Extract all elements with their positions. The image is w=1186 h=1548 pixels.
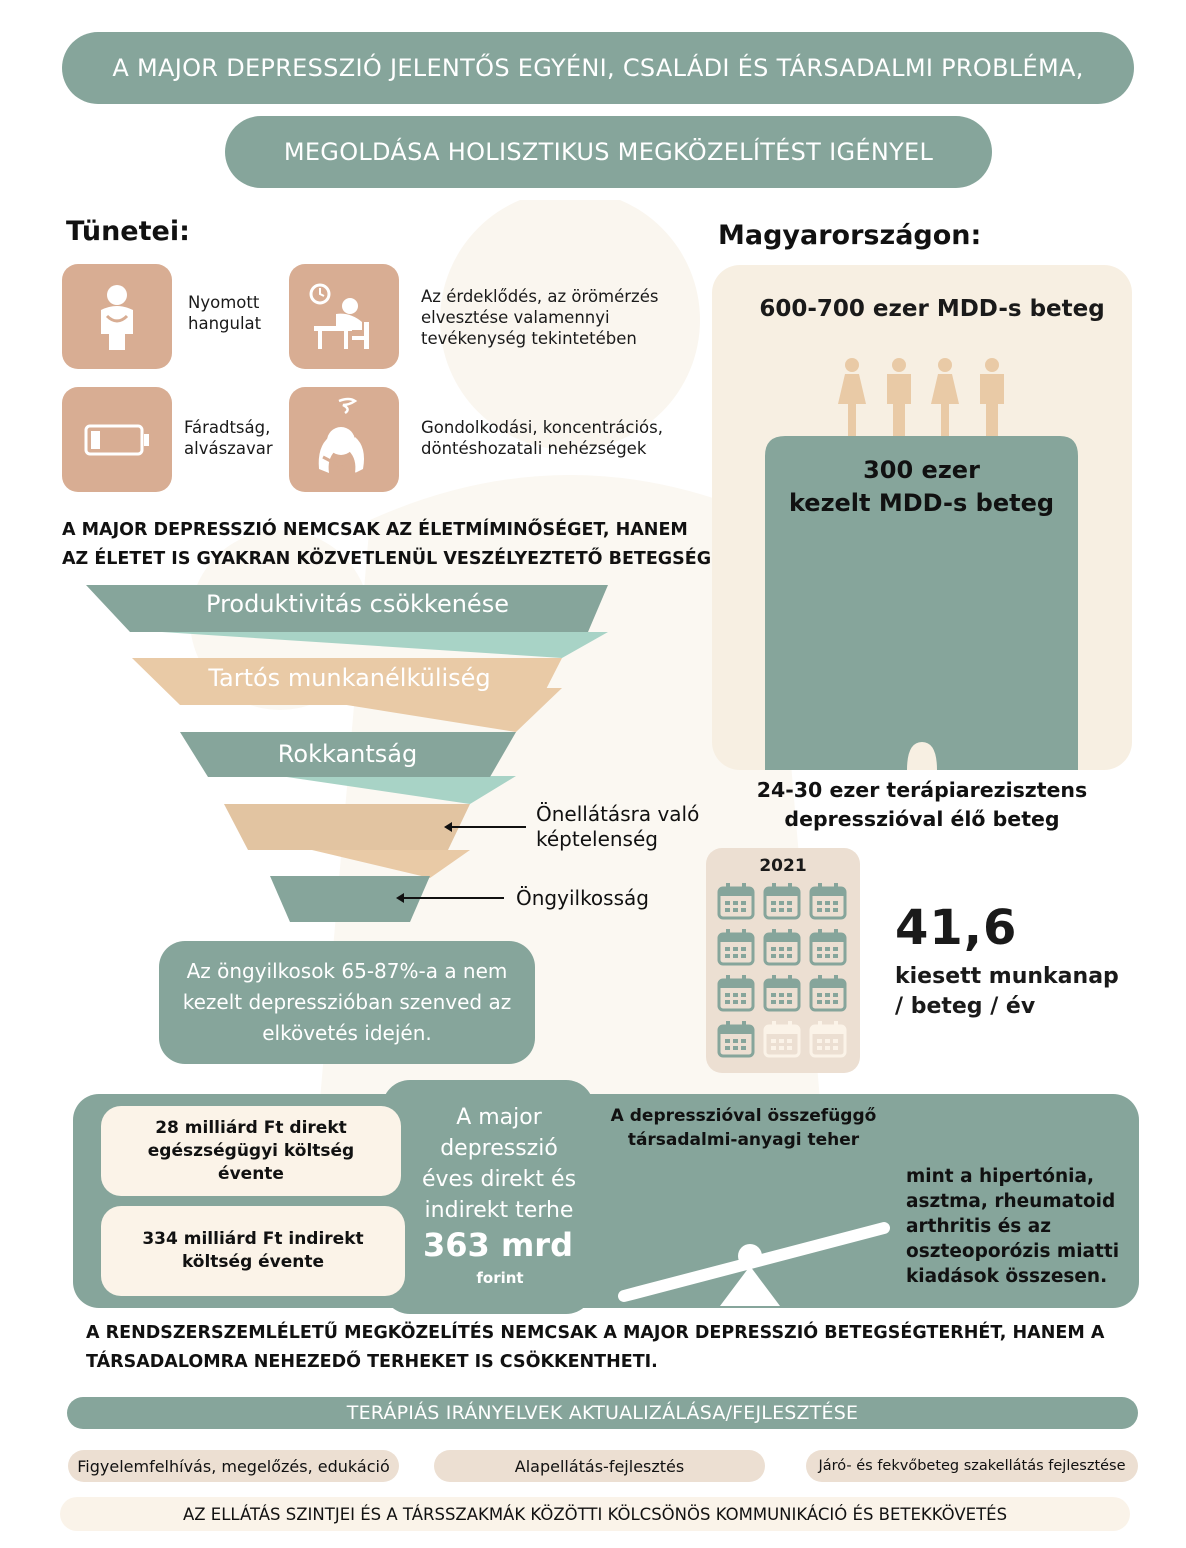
- symptom-box-fatigue: [62, 387, 172, 492]
- arrow-head-2: [396, 893, 404, 903]
- funnel-level-5: [270, 876, 430, 922]
- pillar-specialist-care-text: Járó- és fekvőbeteg szakellátás fejleszt…: [818, 1458, 1126, 1474]
- funnel-side-label-suicide: Öngyilkosság: [516, 886, 649, 910]
- sad-person-icon: [101, 284, 133, 350]
- funnel-label-3: Rokkantság: [277, 740, 418, 768]
- seesaw-icon: [618, 1222, 890, 1306]
- center-cost-value: 363 mrd: [423, 1226, 573, 1264]
- danger-line-2: AZ ÉLETET IS GYAKRAN KÖZVETLENÜL VESZÉLY…: [62, 549, 718, 569]
- calendar-year: 2021: [759, 856, 807, 876]
- direct-cost-card: 28 milliárd Ft direkt egészségügyi költs…: [101, 1106, 401, 1196]
- system-statement: A RENDSZERSZEMLÉLETŰ MEGKÖZELÍTÉS NEMCSA…: [86, 1319, 1136, 1377]
- calendar-month-icon: [717, 929, 755, 966]
- calendar-month-icon: [809, 1021, 847, 1058]
- suicide-note-card: Az öngyilkosok 65-87%-a a nem kezelt dep…: [159, 941, 535, 1064]
- hungary-title: Magyarországon:: [718, 220, 982, 251]
- header-banner-2: MEGOLDÁSA HOLISZTIKUS MEGKÖZELÍTÉST IGÉN…: [225, 116, 992, 188]
- workdays-label-line-1: kiesett munkanap: [895, 964, 1119, 989]
- burden-title: A depresszióval összefüggő társadalmi-an…: [610, 1106, 877, 1150]
- header-banner-1: A MAJOR DEPRESSZIÓ JELENTŐS EGYÉNI, CSAL…: [62, 32, 1134, 104]
- communication-text: AZ ELLÁTÁS SZINTJEI ÉS A TÁRSSZAKMÁK KÖZ…: [182, 1504, 1008, 1524]
- symptom-box-interest: [289, 264, 399, 369]
- workdays-label: kiesett munkanap / beteg / év: [895, 962, 1119, 1022]
- communication-bar: AZ ELLÁTÁS SZINTJEI ÉS A TÁRSSZAKMÁK KÖZ…: [60, 1497, 1130, 1531]
- pillar-specialist-care: Járó- és fekvőbeteg szakellátás fejleszt…: [806, 1450, 1138, 1482]
- funnel-connector-1: [90, 632, 608, 658]
- treated-line-1: 300 ezer: [863, 456, 980, 484]
- resistant-line-1: 24-30 ezer terápiarezisztens: [756, 778, 1088, 802]
- treated-patients-shape: [765, 436, 1078, 770]
- pillar-awareness: Figyelemfelhívás, megelőzés, edukáció: [68, 1450, 399, 1482]
- funnel-connector-4: [280, 850, 470, 878]
- symptom-box-thinking: [289, 387, 399, 492]
- tired-desk-icon: [309, 283, 369, 349]
- funnel-label-2: Tartós munkanélküliség: [208, 664, 491, 692]
- symptom-box-mood: [62, 264, 172, 369]
- head-in-hands-icon: [318, 397, 364, 476]
- calendar-month-icon: [809, 929, 847, 966]
- suicide-note-text: Az öngyilkosok 65-87%-a a nem kezelt dep…: [182, 959, 512, 1045]
- calendar-month-icon: [763, 883, 801, 920]
- calendar-month-icon: [809, 975, 847, 1012]
- symptom-text-interest: Az érdeklődés, az örömérzés elvesztése v…: [421, 287, 659, 348]
- header-line-2: MEGOLDÁSA HOLISZTIKUS MEGKÖZELÍTÉST IGÉN…: [283, 138, 934, 166]
- funnel-connector-3: [240, 776, 516, 804]
- funnel-level-1: [86, 585, 608, 632]
- calendar-month-icon: [717, 1021, 755, 1058]
- pillar-awareness-text: Figyelemfelhívás, megelőzés, edukáció: [77, 1456, 390, 1476]
- pillar-primary-care: Alapellátás-fejlesztés: [434, 1450, 765, 1482]
- funnel-level-4: [224, 804, 470, 850]
- calendar-month-icon: [763, 975, 801, 1012]
- pillar-primary-care-text: Alapellátás-fejlesztés: [514, 1456, 685, 1476]
- header-line-1: A MAJOR DEPRESSZIÓ JELENTŐS EGYÉNI, CSAL…: [112, 54, 1084, 82]
- danger-statement: A MAJOR DEPRESSZIÓ NEMCSAK AZ ÉLETMÍMINŐ…: [62, 516, 722, 574]
- system-line-1: A RENDSZERSZEMLÉLETŰ MEGKÖZELÍTÉS NEMCSA…: [86, 1323, 1105, 1343]
- resistant-line-2: depresszióval élő beteg: [784, 807, 1060, 831]
- calendar-month-icon: [763, 929, 801, 966]
- calendar-month-icon: [763, 1021, 801, 1058]
- people-group-icon: [838, 358, 1004, 436]
- calendar-month-icon: [717, 975, 755, 1012]
- center-cost-card: [382, 1080, 594, 1314]
- funnel-label-1: Produktivitás csökkenése: [206, 590, 509, 618]
- symptom-text-thinking: Gondolkodási, koncentrációs, döntéshozat…: [421, 418, 663, 458]
- resistant-patients-text: 24-30 ezer terápiarezisztens depresszióv…: [712, 776, 1132, 834]
- calendar-grid: [717, 883, 847, 1058]
- total-patients: 600-700 ezer MDD-s beteg: [759, 296, 1105, 322]
- treated-line-2: kezelt MDD-s beteg: [788, 489, 1055, 517]
- funnel-side-label-selfcare: Önellátásra való képtelenség: [536, 802, 700, 851]
- low-battery-icon: [84, 424, 149, 455]
- calendar-month-icon: [809, 883, 847, 920]
- indirect-cost-card: 334 milliárd Ft indirekt költség évente: [101, 1206, 405, 1296]
- center-cost-unit: forint: [476, 1269, 524, 1287]
- symptoms-title: Tünetei:: [66, 216, 190, 247]
- guidelines-text: TERÁPIÁS IRÁNYELVEK AKTUALIZÁLÁSA/FEJLES…: [346, 1402, 859, 1424]
- funnel-level-2: [132, 658, 562, 705]
- burden-comparison: mint a hipertónia, asztma, rheumatoid ar…: [906, 1166, 1120, 1287]
- workdays-label-line-2: / beteg / év: [895, 994, 1036, 1019]
- danger-line-1: A MAJOR DEPRESSZIÓ NEMCSAK AZ ÉLETMÍMINŐ…: [62, 520, 688, 540]
- symptom-text-fatigue: Fáradtság, alvászavar: [184, 418, 273, 458]
- center-cost-text: A major depresszió éves direkt és indire…: [421, 1105, 577, 1223]
- arrow-head-1: [444, 822, 452, 832]
- calendar-month-icon: [717, 883, 755, 920]
- funnel-level-3: [180, 732, 516, 777]
- consequence-funnel: [86, 585, 608, 922]
- guidelines-bar: TERÁPIÁS IRÁNYELVEK AKTUALIZÁLÁSA/FEJLES…: [67, 1397, 1138, 1429]
- symptom-text-mood: Nyomott hangulat: [188, 293, 262, 333]
- system-line-2: TÁRSADALOMRA NEHEZEDŐ TERHEKET IS CSÖKKE…: [86, 1352, 658, 1372]
- treated-patients-text: 300 ezer kezelt MDD-s beteg: [765, 454, 1078, 520]
- workdays-value: 41,6: [895, 900, 1018, 956]
